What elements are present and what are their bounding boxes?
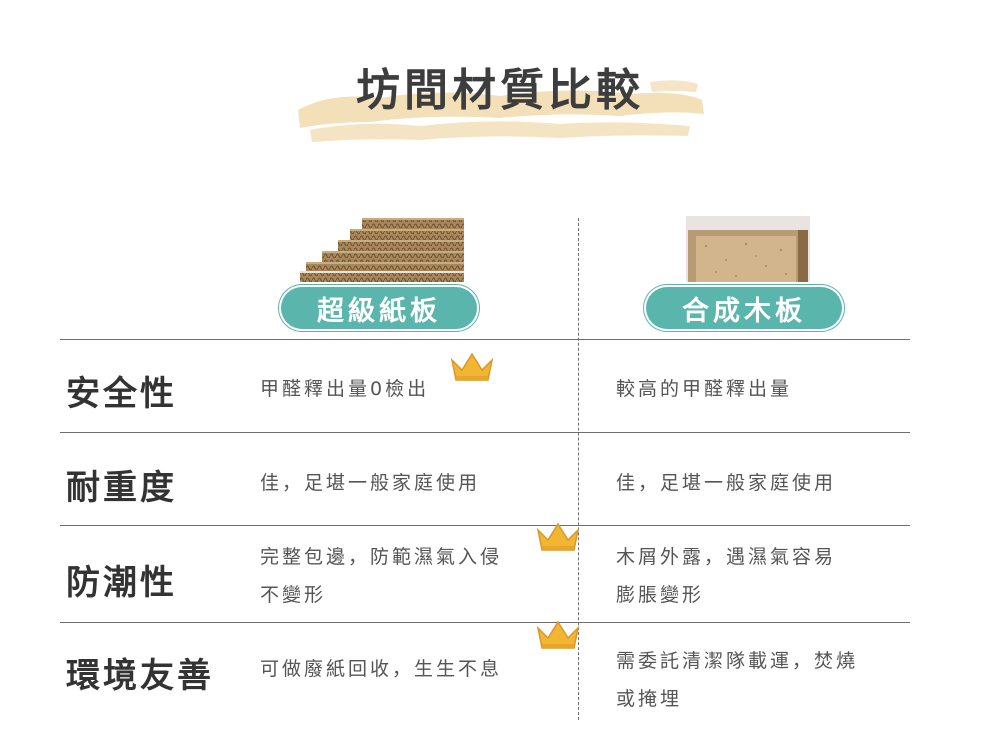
row-divider — [60, 525, 910, 526]
page-title: 坊間材質比較 — [356, 65, 644, 116]
brush-stroke-decoration — [298, 80, 704, 142]
cell-wood-eco: 需委託清潔隊載運，焚燒 或掩埋 — [616, 650, 859, 710]
column-divider — [578, 218, 579, 720]
stacked-cardboard-image — [300, 218, 464, 282]
particle-board-image — [686, 216, 810, 282]
cell-wood-load: 佳，足堪一般家庭使用 — [616, 472, 837, 494]
row-divider — [60, 622, 910, 623]
crown-icon — [536, 620, 580, 649]
cell-paperboard-moisture: 完整包邊，防範濕氣入侵 不變形 — [260, 546, 503, 606]
cell-wood-moisture: 木屑外露，遇濕氣容易 膨脹變形 — [616, 546, 837, 606]
row-label-load-capacity: 耐重度 — [66, 468, 177, 508]
row-label-eco-friendly: 環境友善 — [66, 656, 214, 696]
cell-paperboard-eco: 可做廢紙回收，生生不息 — [260, 658, 503, 680]
title-block: 坊間材質比較 — [290, 40, 710, 150]
column-header-composite-wood: 合成木板 — [646, 287, 842, 329]
row-divider — [60, 432, 910, 433]
row-label-moisture: 防潮性 — [66, 563, 177, 603]
cell-wood-safety: 較高的甲醛釋出量 — [616, 378, 793, 400]
cell-paperboard-safety: 甲醛釋出量0檢出 — [260, 378, 430, 400]
cell-paperboard-load: 佳，足堪一般家庭使用 — [260, 472, 481, 494]
column-header-paperboard: 超級紙板 — [281, 287, 477, 329]
crown-icon — [450, 352, 494, 381]
row-label-safety: 安全性 — [66, 374, 177, 414]
crown-icon — [536, 522, 580, 551]
row-divider — [60, 339, 910, 340]
